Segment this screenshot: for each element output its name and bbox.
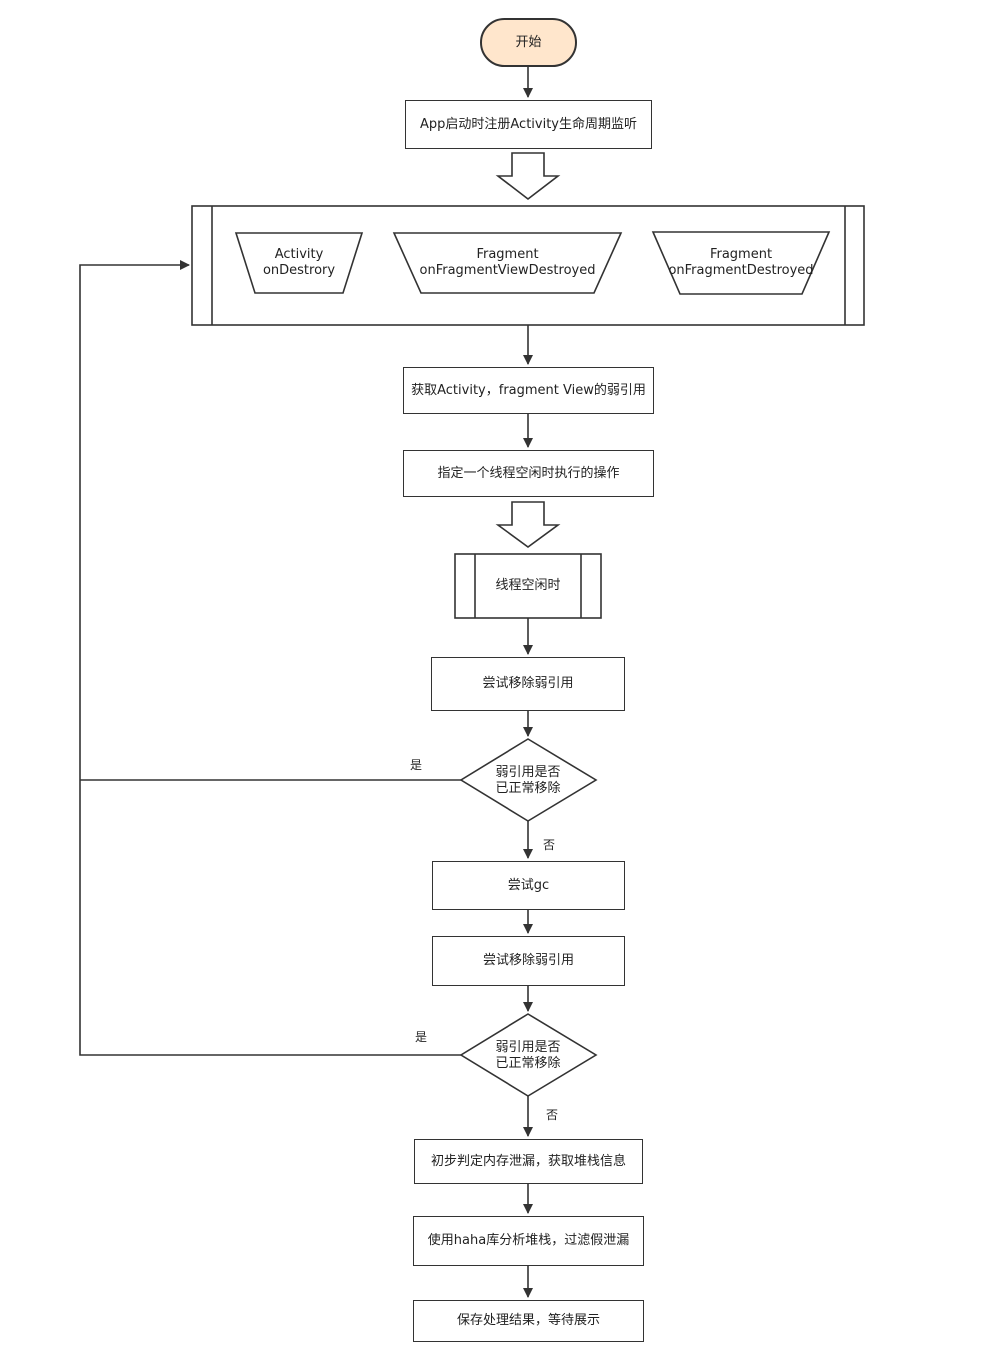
haha-analyze-label: 使用haha库分析堆栈，过滤假泄漏: [427, 1233, 630, 1248]
fragment-view-destroyed-line2: onFragmentViewDestroyed: [419, 263, 596, 278]
edge-yes-1-label: 是: [410, 758, 423, 772]
decision-2-line1: 弱引用是否: [495, 1040, 561, 1055]
activity-ondestroy-line1: Activity: [274, 247, 324, 262]
fragment-view-destroyed-label: Fragment onFragmentViewDestroyed: [394, 247, 621, 279]
haha-analyze-node: 使用haha库分析堆栈，过滤假泄漏: [413, 1216, 644, 1266]
try-remove-1-label: 尝试移除弱引用: [482, 676, 574, 691]
activity-ondestroy-shape: [234, 232, 364, 294]
fragment-destroyed-shape: [651, 231, 831, 295]
fragment-destroyed-line2: onFragmentDestroyed: [668, 263, 814, 278]
register-node: App启动时注册Activity生命周期监听: [405, 100, 652, 149]
idle-task-label: 指定一个线程空闲时执行的操作: [437, 465, 620, 481]
activity-ondestroy-line2: onDestrory: [262, 263, 336, 278]
try-gc-node: 尝试gc: [432, 861, 625, 910]
leak-detect-label: 初步判定内存泄漏，获取堆栈信息: [430, 1153, 626, 1169]
fragment-destroyed-label: Fragment onFragmentDestroyed: [653, 247, 829, 279]
activity-ondestroy-label: Activity onDestrory: [236, 247, 362, 279]
thread-idle-label: 线程空闲时: [475, 578, 581, 594]
decision-1-line2: 已正常移除: [495, 781, 561, 796]
leak-detect-node: 初步判定内存泄漏，获取堆栈信息: [414, 1139, 643, 1184]
register-label: App启动时注册Activity生命周期监听: [419, 116, 637, 132]
thread-idle-shape: [454, 553, 602, 619]
try-remove-2-label: 尝试移除弱引用: [482, 953, 574, 968]
edge-yes-2-label: 是: [415, 1030, 428, 1044]
thread-idle-text: 线程空闲时: [495, 578, 561, 593]
fragment-view-destroyed-line1: Fragment: [476, 247, 539, 262]
idle-task-node: 指定一个线程空闲时执行的操作: [403, 450, 654, 497]
try-remove-2-node: 尝试移除弱引用: [432, 936, 625, 986]
save-result-node: 保存处理结果，等待展示: [413, 1300, 644, 1342]
fragment-destroyed-line1: Fragment: [709, 247, 773, 262]
hollow-arrow-2: [495, 501, 561, 548]
get-weak-ref-label: 获取Activity，fragment View的弱引用: [411, 382, 646, 398]
start-node: 开始: [480, 18, 577, 67]
decision-1-line1: 弱引用是否: [495, 765, 561, 780]
edge-no-1-label: 否: [543, 838, 556, 852]
save-result-label: 保存处理结果，等待展示: [456, 1313, 600, 1328]
try-remove-1-node: 尝试移除弱引用: [431, 657, 625, 711]
fragment-view-destroyed-shape: [392, 232, 623, 294]
decision-1-label: 弱引用是否 已正常移除: [470, 765, 586, 797]
decision-2-label: 弱引用是否 已正常移除: [470, 1040, 586, 1072]
start-label: 开始: [515, 34, 542, 50]
edge-no-2-label: 否: [546, 1108, 559, 1122]
edge-decision2-loop: [79, 260, 461, 1056]
decision-2-line2: 已正常移除: [495, 1056, 561, 1071]
hollow-arrow-1: [495, 152, 561, 201]
get-weak-ref-node: 获取Activity，fragment View的弱引用: [403, 367, 654, 414]
try-gc-label: 尝试gc: [507, 877, 550, 893]
